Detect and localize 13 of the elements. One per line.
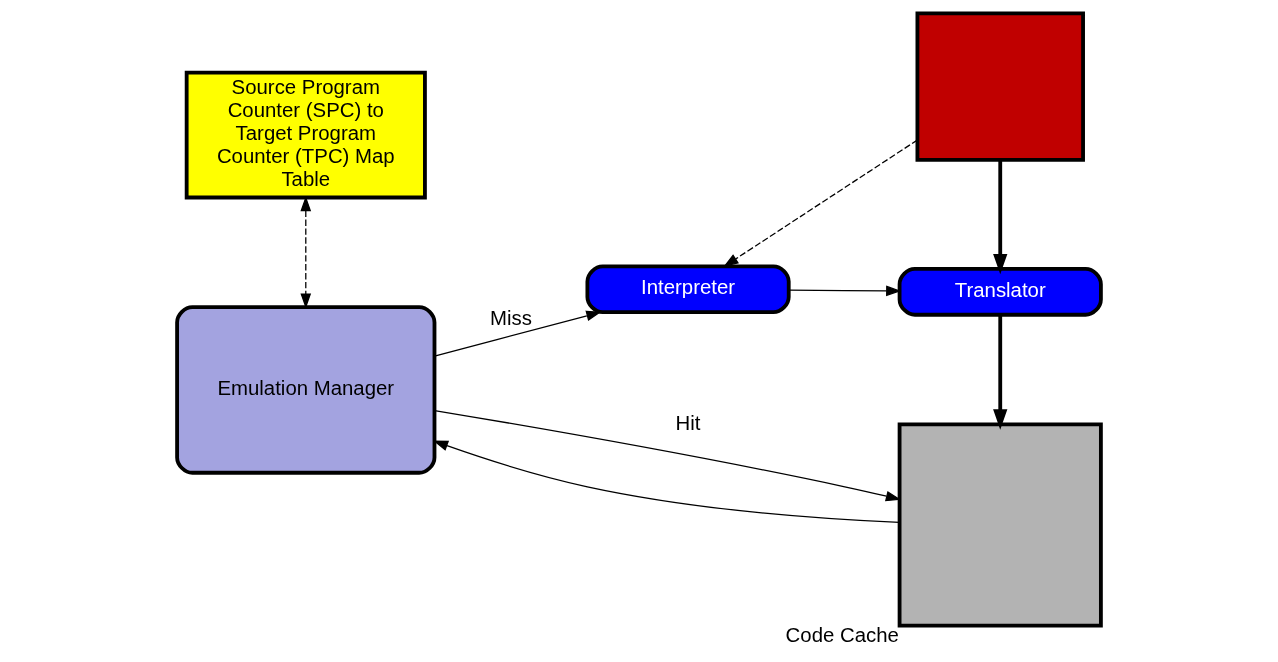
node-label: Code Cache xyxy=(785,623,899,646)
arrow xyxy=(433,310,602,357)
arrow xyxy=(993,315,1008,430)
node-box: Emulation Manager xyxy=(175,305,437,475)
edge-label: Miss xyxy=(490,306,532,329)
node-box xyxy=(897,422,1103,628)
edge-label: Hit xyxy=(675,412,701,435)
arrow xyxy=(723,139,918,268)
node-box: Translator xyxy=(897,266,1103,317)
node-box: Interpreter xyxy=(585,264,791,315)
arrow xyxy=(993,160,1008,275)
node-box xyxy=(915,11,1085,162)
node-box: Source Program Counter (SPC) to Target Program Counter (TPC) Map Table xyxy=(184,70,427,200)
